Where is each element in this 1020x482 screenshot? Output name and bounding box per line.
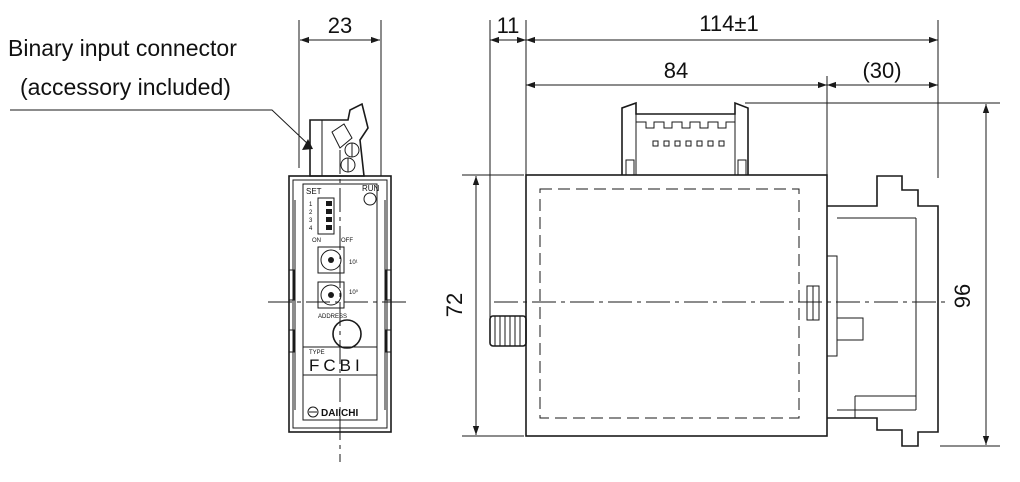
callout-leader	[10, 109, 311, 147]
side-connector-pins	[652, 140, 725, 147]
side-knob[interactable]	[489, 315, 527, 347]
rotary-switch-ones[interactable]	[320, 284, 342, 306]
rotary-ones-label: 10⁰	[349, 289, 359, 296]
dip-number-3: 3	[309, 218, 313, 224]
dip-on-label: ON	[312, 238, 321, 244]
dim-overall-height: 96	[950, 284, 975, 308]
rotary-tens-pointer	[328, 257, 334, 263]
dip-off-label: OFF	[341, 238, 353, 244]
dim-overall-depth: 114±1	[699, 11, 758, 36]
dip-number-2: 2	[309, 210, 313, 216]
dim-body-height: 72	[442, 293, 467, 317]
front-view: 23 SET RUN 1 2 3 4 ON OFF	[268, 13, 408, 462]
dip-number-4: 4	[309, 226, 313, 232]
callout: Binary input connector (accessory includ…	[8, 35, 313, 150]
connector-plug	[309, 102, 369, 177]
din-rail-latch	[836, 317, 864, 341]
type-label: TYPE	[309, 350, 325, 356]
run-label: RUN	[362, 184, 380, 193]
rotary-ones-pointer	[328, 292, 334, 298]
side-tab-right	[385, 269, 392, 301]
dim-rail-depth: (30)	[862, 58, 901, 83]
rotary-switch-tens[interactable]	[320, 249, 342, 271]
dip-toggle-2[interactable]	[326, 209, 332, 214]
address-label: ADDRESS	[318, 314, 347, 320]
side-connector-teeth	[636, 121, 735, 129]
side-connector-foot-right	[737, 159, 747, 176]
front-knob[interactable]	[332, 319, 362, 349]
side-tab-left	[288, 269, 295, 301]
side-tab-right-2	[385, 329, 392, 353]
dip-switch[interactable]	[317, 197, 335, 235]
rotary-switch-tens-frame	[317, 246, 345, 274]
dip-number-1: 1	[309, 202, 313, 208]
callout-line-1: Binary input connector	[8, 35, 237, 61]
side-body	[525, 174, 828, 437]
side-view: 11 114±1 84 (30) 72 96	[442, 11, 1000, 447]
dim-body-depth: 84	[664, 58, 688, 83]
rotary-tens-label: 10¹	[349, 260, 358, 266]
din-rail-channel	[826, 255, 838, 357]
callout-line-2: (accessory included)	[20, 74, 231, 100]
set-label: SET	[306, 187, 322, 196]
type-value: FCBI	[309, 356, 364, 375]
side-tab-left-2	[288, 329, 295, 353]
side-label-area	[539, 188, 800, 419]
din-rail-mount	[827, 175, 939, 447]
brand-logo-icon	[307, 406, 319, 418]
connector-latch	[331, 123, 353, 149]
dip-toggle-4[interactable]	[326, 225, 332, 230]
side-connector-foot-left	[625, 159, 635, 176]
side-knob-knurl	[494, 316, 521, 346]
run-led	[363, 192, 377, 206]
dim-front-width: 23	[328, 13, 352, 38]
rotary-switch-ones-frame	[317, 281, 345, 309]
dip-toggle-3[interactable]	[326, 217, 332, 222]
dim-connector-offset: 11	[497, 13, 520, 38]
dip-toggle-1[interactable]	[326, 201, 332, 206]
brand-name: DAIICHI	[321, 408, 358, 419]
side-connector-block	[621, 101, 749, 175]
